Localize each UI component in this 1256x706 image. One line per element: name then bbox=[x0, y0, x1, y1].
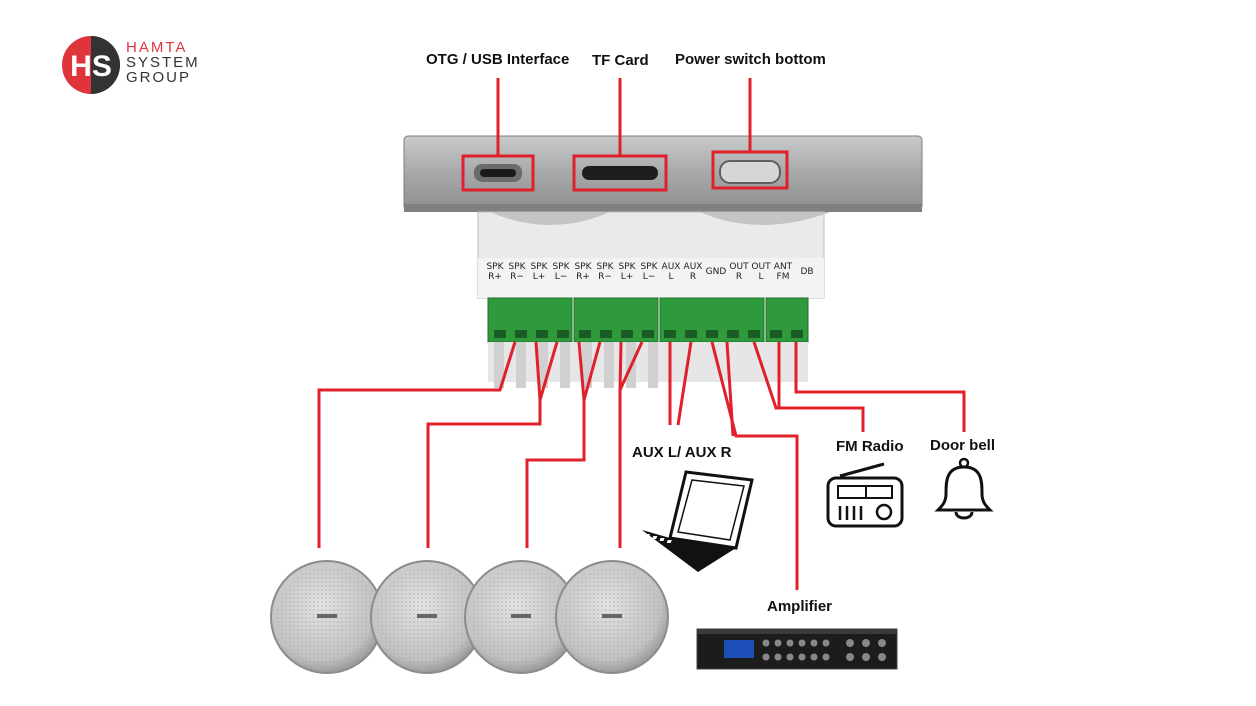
device-body bbox=[477, 211, 830, 299]
logo-line1: HAMTA bbox=[126, 39, 188, 56]
tf-card-label: TF Card bbox=[592, 52, 649, 69]
aux-label: AUX L/ AUX R bbox=[632, 444, 732, 461]
terminal-label: GND bbox=[705, 267, 727, 277]
bell-icon bbox=[934, 457, 994, 520]
otg-usb-label: OTG / USB Interface bbox=[426, 51, 570, 68]
ceiling-speaker-icon bbox=[464, 560, 578, 674]
wires bbox=[317, 341, 966, 590]
logo-emblem: HS bbox=[62, 36, 120, 94]
callout-lines bbox=[496, 78, 752, 156]
fm-radio-label: FM Radio bbox=[836, 438, 904, 455]
terminal-blocks bbox=[487, 297, 809, 388]
ceiling-speaker-icon bbox=[370, 560, 484, 674]
logo-line2: SYSTEM bbox=[126, 54, 200, 71]
door-bell-label: Door bell bbox=[930, 437, 996, 454]
power-switch-label: Power switch bottom bbox=[675, 51, 826, 68]
radio-icon bbox=[826, 462, 904, 528]
logo-line3: GROUP bbox=[126, 69, 192, 86]
amplifier-label: Amplifier bbox=[767, 598, 833, 615]
terminal-label: DB bbox=[800, 267, 814, 277]
laptop-icon bbox=[637, 470, 754, 572]
amplifier-icon bbox=[696, 628, 898, 670]
ceiling-speaker-icon bbox=[270, 560, 384, 674]
logo-monogram: HS bbox=[70, 50, 112, 83]
ceiling-speaker-icon bbox=[555, 560, 669, 674]
logo: HS HAMTA SYSTEM GROUP bbox=[60, 34, 200, 96]
